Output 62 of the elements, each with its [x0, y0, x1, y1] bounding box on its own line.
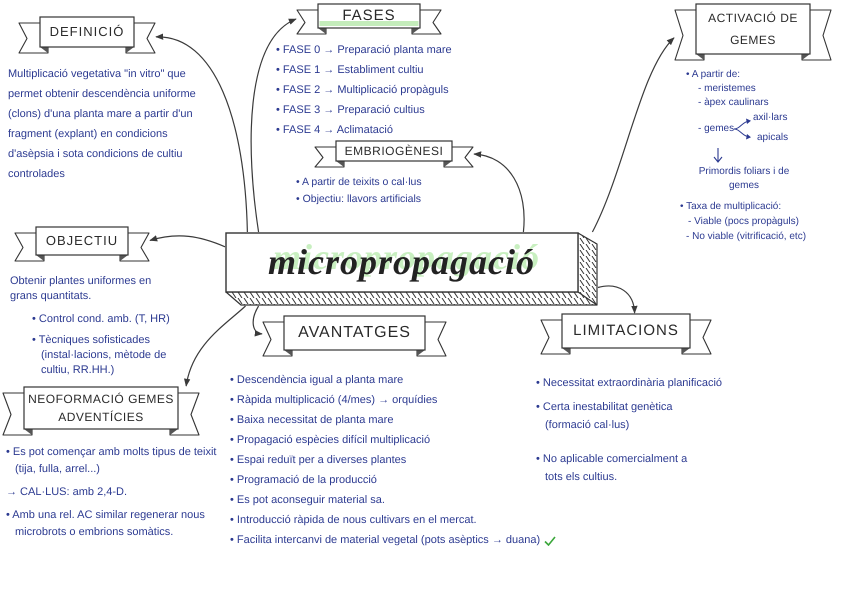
- note-text: • A partir de:: [686, 68, 740, 82]
- note-text: • Propagació espècies difícil multiplicació: [230, 433, 430, 448]
- banner-heading: FASES: [342, 7, 396, 25]
- note-text: • Baixa necessitat de planta mare: [230, 413, 394, 428]
- banner-heading: OBJECTIU: [46, 233, 118, 249]
- ribbon-banner: [18, 16, 156, 54]
- note-text: • Introducció ràpida de nous cultivars en el mercat.: [230, 513, 477, 528]
- curved-arrow: [149, 235, 226, 248]
- curved-arrow: [250, 18, 297, 232]
- note-text: • Facilita intercanvi de material vegetal (pots asèptics → duana): [230, 533, 540, 548]
- banner-heading: ACTIVACIÓ DE GEMES: [707, 10, 799, 49]
- banner-heading: DEFINICIÓ: [50, 24, 124, 40]
- note-text: • FASE 3 → Preparació cultius: [276, 103, 425, 118]
- note-text: • Amb una rel. AC similar regenerar nous microbrots o embrions somàtics.: [6, 508, 206, 540]
- note-text: axil·lars: [753, 111, 788, 125]
- 3d-title-box: [225, 232, 598, 306]
- ribbon-banner: [262, 315, 447, 357]
- title-text: micropropagació: [268, 242, 535, 282]
- note-text: • Descendència igual a planta mare: [230, 373, 404, 388]
- banner-heading: AVANTATGES: [298, 323, 411, 343]
- note-text: • Espai reduït per a diverses plantes: [230, 453, 406, 468]
- note-text: Multiplicació vegetativa "in vitro" que permet obtenir descendència uniforme (clons) d'una planta mare a partir d'un fragment (explant) en condicions d'asèpsia i sota condicions de cultiu controlades: [8, 67, 197, 182]
- note-text: • FASE 2 → Multiplicació propàguls: [276, 83, 449, 98]
- note-text: - àpex caulinars: [698, 96, 769, 110]
- note-text: • Ràpida multiplicació (4/mes) → orquídies: [230, 393, 438, 408]
- ribbon-banner: [2, 386, 200, 436]
- curved-arrow: [155, 34, 248, 232]
- note-text: Obtenir plantes uniformes en grans quantitats.: [10, 274, 152, 304]
- note-text: - Viable (pocs propàguls): [688, 215, 799, 229]
- note-text: - No viable (vitrificació, etc): [686, 230, 806, 244]
- ribbon-banner: [296, 3, 442, 35]
- ribbon-banner: [314, 140, 474, 168]
- note-text: • Necessitat extraordinària planificació: [536, 376, 722, 391]
- banner-heading: NEOFORMACIÓ GEMES ADVENTÍCIES: [27, 391, 175, 426]
- note-text: • FASE 0 → Preparació planta mare: [276, 43, 452, 58]
- note-text: → CAL·LUS: amb 2,4-D.: [6, 485, 128, 500]
- note-text: • FASE 4 → Aclimatació: [276, 123, 393, 138]
- note-text: • Taxa de multiplicació:: [680, 200, 782, 214]
- note-text: • Certa inestabilitat genètica (formació cal·lus): [536, 400, 674, 433]
- note-text: apicals: [757, 131, 788, 145]
- note-text: • Es pot començar amb molts tipus de teixit (tija, fulla, arrel...): [6, 445, 218, 477]
- curved-arrow: [598, 285, 638, 314]
- note-text: Primordis foliars i de gemes: [698, 165, 790, 193]
- note-text: • No aplicable comercialment a tots els cultius.: [536, 452, 688, 485]
- curved-arrow: [252, 306, 263, 336]
- note-text: • Programació de la producció: [230, 473, 377, 488]
- ribbon-banner: [674, 3, 832, 61]
- banner-heading: EMBRIOGÈNESI: [344, 144, 444, 158]
- note-text: • Control cond. amb. (T, HR): [32, 312, 170, 327]
- ribbon-banner: [14, 226, 150, 262]
- note-text: - gemes: [698, 122, 734, 136]
- note-text: • FASE 1 → Establiment cultiu: [276, 63, 424, 78]
- note-text: • Es pot aconseguir material sa.: [230, 493, 385, 508]
- curved-arrow: [184, 306, 246, 387]
- curved-arrow: [473, 152, 525, 232]
- banner-heading: LIMITACIONS: [573, 322, 679, 340]
- note-text: • Objectiu: llavors artificials: [296, 192, 422, 207]
- note-text: - meristemes: [698, 82, 756, 96]
- note-text: • Tècniques sofisticades (instal·lacions, mètode de cultiu, RR.HH.): [32, 333, 168, 378]
- ribbon-banner: [540, 313, 712, 355]
- curved-arrow: [592, 37, 675, 232]
- note-text: • A partir de teixits o cal·lus: [296, 175, 422, 190]
